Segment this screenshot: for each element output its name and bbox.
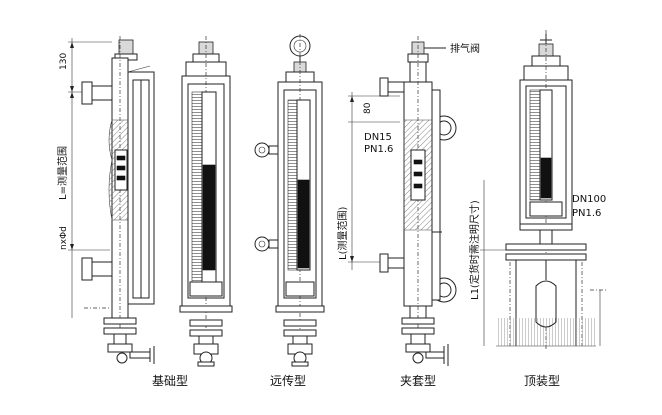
remote-type-gauge bbox=[254, 34, 325, 367]
dim-130-label: 130 bbox=[59, 53, 69, 70]
dn100-label: DN100 bbox=[572, 194, 606, 205]
caption-top: 顶装型 bbox=[524, 374, 560, 388]
dim-80-label: 80 bbox=[363, 102, 373, 114]
dn15-label: DN15 bbox=[364, 132, 392, 143]
pn16-label-2: PN1.6 bbox=[572, 208, 601, 219]
top-mounted-type-gauge: DN100 PN1.6 L1(定货时需注明尺寸) bbox=[468, 30, 606, 350]
l1-note-label: L1(定货时需注明尺寸) bbox=[468, 200, 481, 300]
caption-basic: 基础型 bbox=[152, 374, 188, 388]
caption-clamp: 夹套型 bbox=[400, 374, 436, 388]
basic-type-gauge: 130 L=测量范围 nxΦd bbox=[56, 36, 155, 364]
vent-valve-label: 排气阀 bbox=[450, 42, 480, 55]
front-view-gauge bbox=[179, 36, 233, 367]
n-phi-d-label: nxΦd bbox=[59, 226, 69, 250]
pn16-label-1: PN1.6 bbox=[364, 144, 393, 155]
measure-range-label-2: L(测量范围) bbox=[336, 207, 349, 260]
measure-range-label: L=测量范围 bbox=[56, 146, 69, 200]
clamp-type-gauge: 80 L(测量范围) 排气阀 DN15 PN1.6 bbox=[336, 36, 480, 366]
caption-remote: 远传型 bbox=[270, 373, 306, 388]
